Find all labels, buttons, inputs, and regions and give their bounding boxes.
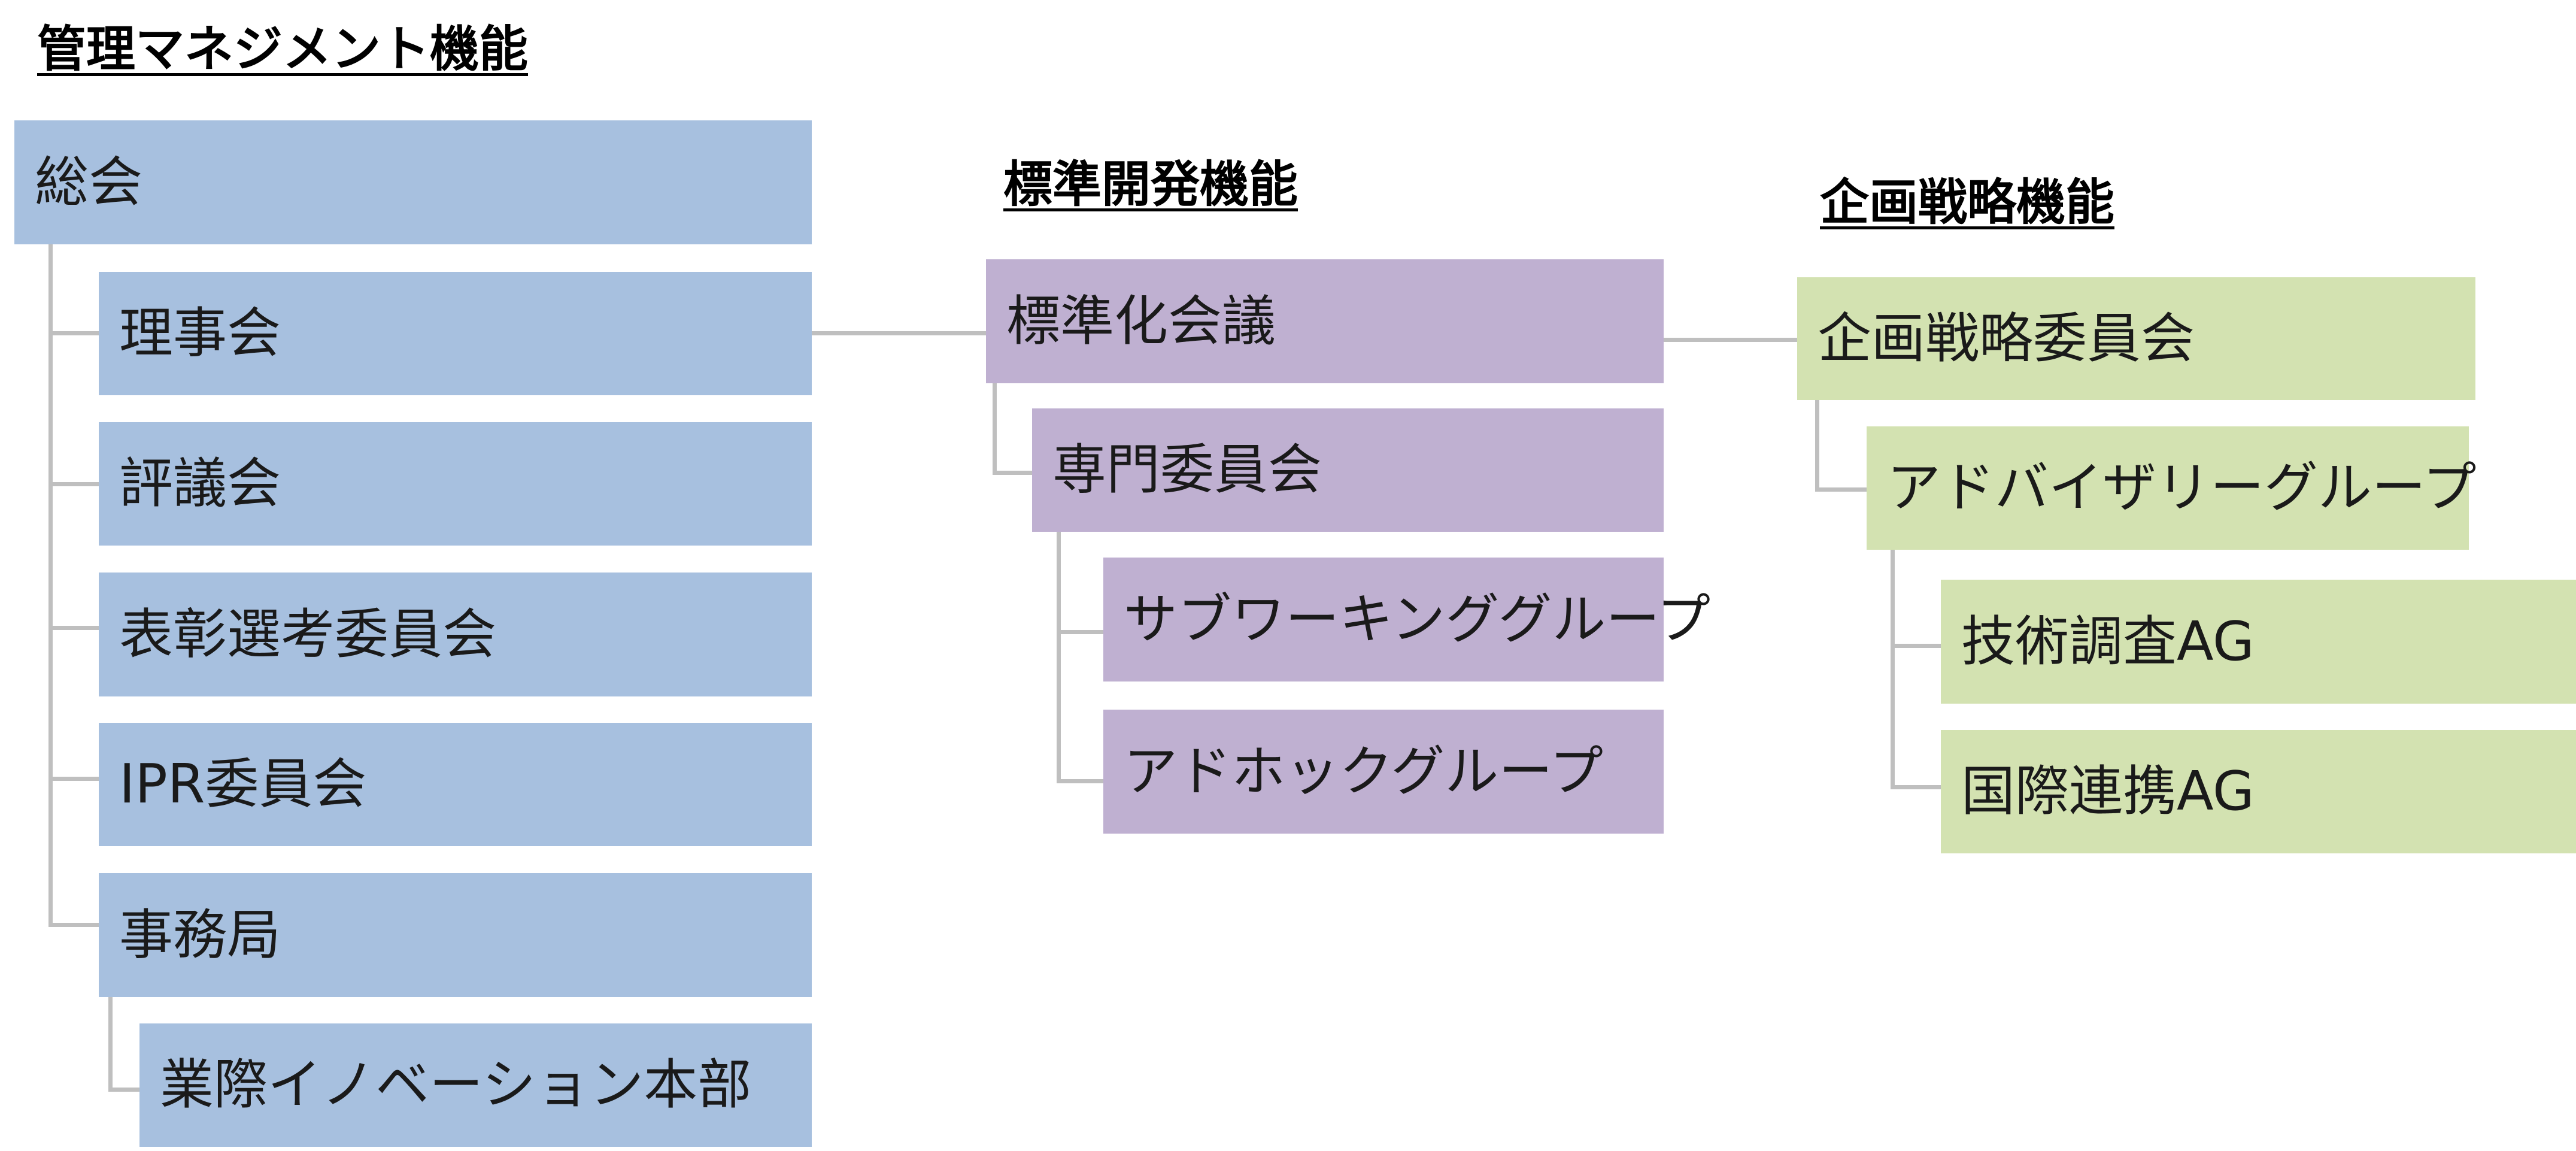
general-assembly-box: 総会 [14, 120, 812, 244]
advisory-tree-connector [1891, 550, 1895, 789]
connector-advisory-group [1815, 487, 1867, 492]
connector-secretariat [48, 923, 99, 927]
innovation-hq-box: 業際イノベーション本部 [139, 1023, 812, 1147]
secretariat-label: 事務局 [119, 903, 281, 967]
connector-board-to-standardization [812, 331, 986, 335]
connector-tech-survey-ag [1891, 644, 1941, 648]
tech-survey-ag-box: 技術調査AG [1941, 580, 2576, 704]
board-box: 理事会 [99, 272, 812, 395]
standardization-tree-connector [993, 383, 997, 475]
council-label: 評議会 [119, 452, 281, 515]
planning-heading: 企画戦略機能 [1820, 174, 2115, 231]
intl-cooperation-ag-box: 国際連携AG [1941, 730, 2576, 853]
secretariat-tree-connector [108, 997, 113, 1092]
connector-standardization-to-strategy [1664, 338, 1797, 342]
standardization-conference-box: 標準化会議 [986, 259, 1664, 383]
strategy-committee-label: 企画戦略委員会 [1818, 307, 2195, 370]
strategy-committee-box: 企画戦略委員会 [1797, 277, 2475, 400]
sub-working-group-label: サブワーキンググループ [1124, 587, 1711, 651]
advisory-group-label: アドバイザリーグループ [1887, 456, 2477, 519]
adhoc-group-label: アドホックグループ [1124, 740, 1603, 803]
advisory-group-box: アドバイザリーグループ [1867, 426, 2477, 550]
connector-adhoc-group [1057, 779, 1103, 783]
ipr-committee-label: IPR委員会 [119, 753, 367, 816]
strategy-tree-connector [1815, 400, 1819, 492]
connector-sub-working-group [1057, 630, 1103, 634]
awards-committee-box: 表彰選考委員会 [99, 573, 812, 696]
connector-awards-committee [48, 626, 99, 630]
connector-technical-committee [993, 471, 1032, 475]
board-label: 理事会 [119, 302, 281, 365]
secretariat-box: 事務局 [99, 873, 812, 997]
connector-board [48, 331, 99, 335]
general-assembly-label: 総会 [35, 150, 142, 214]
awards-committee-label: 表彰選考委員会 [119, 602, 496, 666]
intl-cooperation-ag-label: 国際連携AG [1961, 760, 2255, 823]
management-tree-connector [48, 244, 53, 927]
sub-working-group-box: サブワーキンググループ [1103, 558, 1710, 681]
management-heading: 管理マネジメント機能 [37, 21, 529, 78]
tech-survey-ag-label: 技術調査AG [1961, 610, 2255, 673]
connector-innovation-hq [108, 1088, 139, 1092]
ipr-committee-box: IPR委員会 [99, 723, 812, 846]
council-box: 評議会 [99, 422, 812, 546]
standardization-conference-label: 標準化会議 [1006, 289, 1276, 353]
connector-council [48, 482, 99, 486]
technical-committee-box: 専門委員会 [1032, 408, 1664, 532]
technical-committee-label: 専門委員会 [1052, 438, 1322, 501]
technical-committee-tree-connector [1057, 532, 1061, 783]
connector-ipr-committee [48, 777, 99, 781]
connector-intl-cooperation-ag [1891, 785, 1941, 789]
innovation-hq-label: 業際イノベーション本部 [160, 1053, 752, 1116]
standard-heading: 標準開発機能 [1003, 156, 1298, 213]
adhoc-group-box: アドホックグループ [1103, 710, 1664, 834]
